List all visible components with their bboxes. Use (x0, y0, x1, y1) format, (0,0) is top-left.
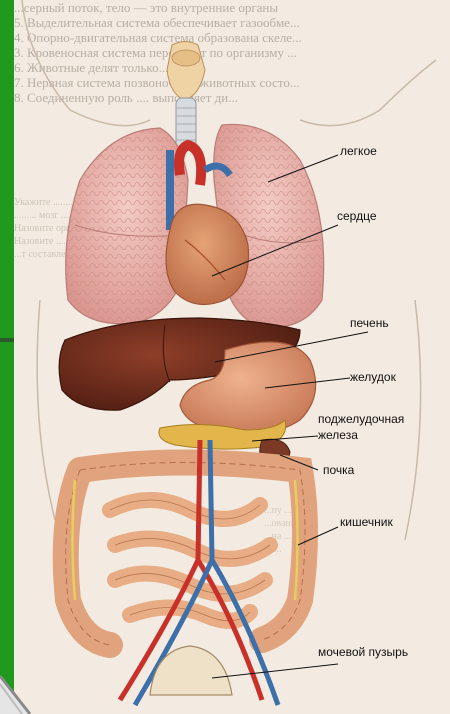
label-lung: легкое (340, 144, 377, 158)
label-stomach: желудок (350, 370, 396, 384)
label-pancreas-line1: поджелудочная (318, 412, 404, 426)
label-kidney: почка (323, 463, 354, 477)
larynx-ring (172, 50, 200, 66)
label-liver: печень (350, 316, 389, 330)
label-pancreas-line2: железа (318, 428, 358, 442)
page-curl-corner (0, 664, 40, 714)
label-intestine: кишечник (340, 515, 393, 529)
label-bladder: мочевой пузырь (318, 645, 408, 659)
body-outline (22, 0, 436, 126)
label-heart: сердце (337, 209, 377, 223)
leader-bladder (212, 664, 338, 678)
